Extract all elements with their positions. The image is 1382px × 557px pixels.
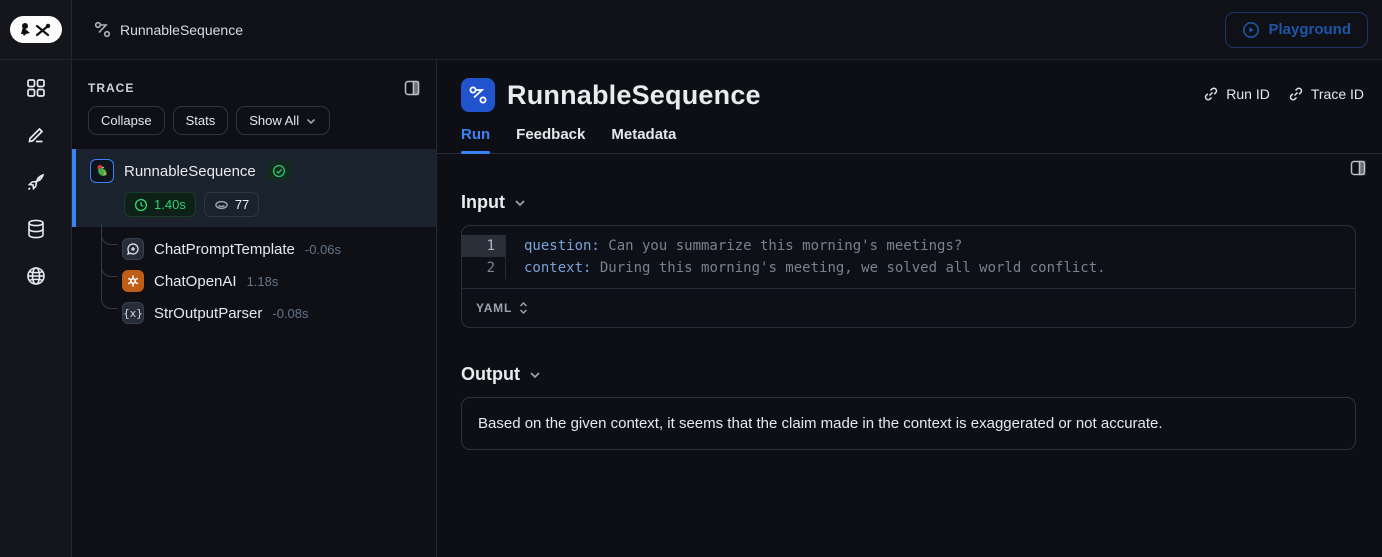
link-icon [1288,86,1304,102]
top-bar: RunnableSequence Playground [0,0,1382,60]
tree-node-duration: -0.08s [272,305,309,321]
runnable-sequence-icon [461,78,495,112]
yaml-value: During this morning's meeting, we solved… [591,260,1106,276]
chevron-down-icon [305,115,317,127]
line-number: 2 [486,260,495,276]
yaml-value: Can you summarize this morning's meeting… [599,238,963,254]
input-code-viewer[interactable]: 1 2 question: Can you summarize this mor… [461,225,1356,328]
stats-button[interactable]: Stats [172,106,229,135]
run-id-label: Run ID [1226,86,1270,102]
tree-node-duration: -0.06s [304,241,342,257]
tree-node-label: ChatOpenAI [154,272,237,290]
braces-glyph: {x} [123,306,143,320]
datasets-database-icon[interactable] [24,217,48,241]
collapse-panel-icon[interactable] [404,80,420,96]
output-text-box: Based on the given context, it seems tha… [461,397,1356,450]
tree-node-chatprompttemplate[interactable]: ChatPromptTemplate -0.06s [72,233,436,265]
show-all-dropdown[interactable]: Show All [236,106,331,135]
latency-badge: 1.40s [124,192,196,217]
langsmith-logo[interactable] [9,16,62,43]
format-label: YAML [476,301,513,315]
left-nav-rail [0,60,72,557]
prompt-bubble-icon [122,238,144,260]
expand-panel-icon[interactable] [1350,160,1366,176]
chevron-down-icon [528,368,542,382]
line-number: 1 [462,235,505,257]
success-check-icon [265,161,292,181]
tree-node-duration: 1.18s [246,273,279,289]
token-count-badge: 77 [203,192,260,217]
token-icon [214,199,229,211]
line-number-gutter: 1 2 [462,235,506,279]
trace-id-label: Trace ID [1310,86,1364,102]
tree-node-stroutputparser[interactable]: {x} StrOutputParser -0.08s [72,297,436,329]
code-line: question: Can you summarize this morning… [524,235,1106,257]
parrot-icon [90,159,114,183]
tab-feedback[interactable]: Feedback [516,126,586,143]
tab-run[interactable]: Run [461,126,491,154]
input-section-header[interactable]: Input [461,192,1356,213]
latency-value: 1.40s [154,197,186,212]
token-count-value: 77 [234,197,250,212]
tab-metadata[interactable]: Metadata [611,126,677,143]
page-title: RunnableSequence [507,79,761,110]
run-id-link[interactable]: Run ID [1203,86,1270,102]
rocket-icon[interactable] [24,170,48,194]
hub-globe-icon[interactable] [24,264,48,288]
yaml-key: context: [524,260,592,276]
sort-arrows-icon [518,301,529,315]
projects-grid-icon[interactable] [24,76,48,100]
output-text: Based on the given context, it seems tha… [478,415,1163,432]
chevron-down-icon [513,196,527,210]
breadcrumb-label[interactable]: RunnableSequence [120,21,243,38]
output-section-header[interactable]: Output [461,364,1356,385]
tree-children: ChatPromptTemplate -0.06s [72,223,436,333]
breadcrumb: RunnableSequence [72,21,1225,38]
run-content: Input 1 2 question: Can you summarize th… [437,176,1382,450]
run-detail-panel: RunnableSequence Run ID [437,60,1382,557]
parrot-and-tools-icon [20,22,50,36]
trace-panel: TRACE Collapse Stats Show All [72,60,437,557]
braces-icon: {x} [122,302,144,324]
tree-node-label: StrOutputParser [154,304,263,322]
clock-icon [134,198,148,211]
sequence-icon [94,21,111,38]
code-line: context: During this morning's meeting, … [524,257,1106,279]
trace-tree: RunnableSequence 1.40s [72,149,436,333]
tree-node-label: ChatPromptTemplate [154,240,295,258]
code-lines: question: Can you summarize this morning… [506,235,1106,279]
playground-label: Playground [1268,21,1351,38]
input-section-title: Input [461,192,505,212]
format-selector[interactable]: YAML [462,288,1355,327]
trace-panel-title: TRACE [88,81,135,95]
openai-icon [122,270,144,292]
tree-node-runnablesequence[interactable]: RunnableSequence 1.40s [72,149,436,227]
collapse-button[interactable]: Collapse [88,106,165,135]
trace-id-link[interactable]: Trace ID [1288,86,1364,102]
link-icon [1203,86,1219,102]
tree-node-label: RunnableSequence [124,162,256,180]
tree-node-chatopenai[interactable]: ChatOpenAI 1.18s [72,265,436,297]
tree-connector [101,223,118,309]
output-section-title: Output [461,364,520,384]
logo-area [0,0,72,59]
play-circle-icon [1242,21,1260,39]
playground-button[interactable]: Playground [1225,11,1368,48]
detail-tabs: Run Feedback Metadata [437,112,1382,154]
show-all-label: Show All [249,113,300,128]
annotate-pencil-icon[interactable] [24,123,48,147]
yaml-key: question: [524,238,600,254]
